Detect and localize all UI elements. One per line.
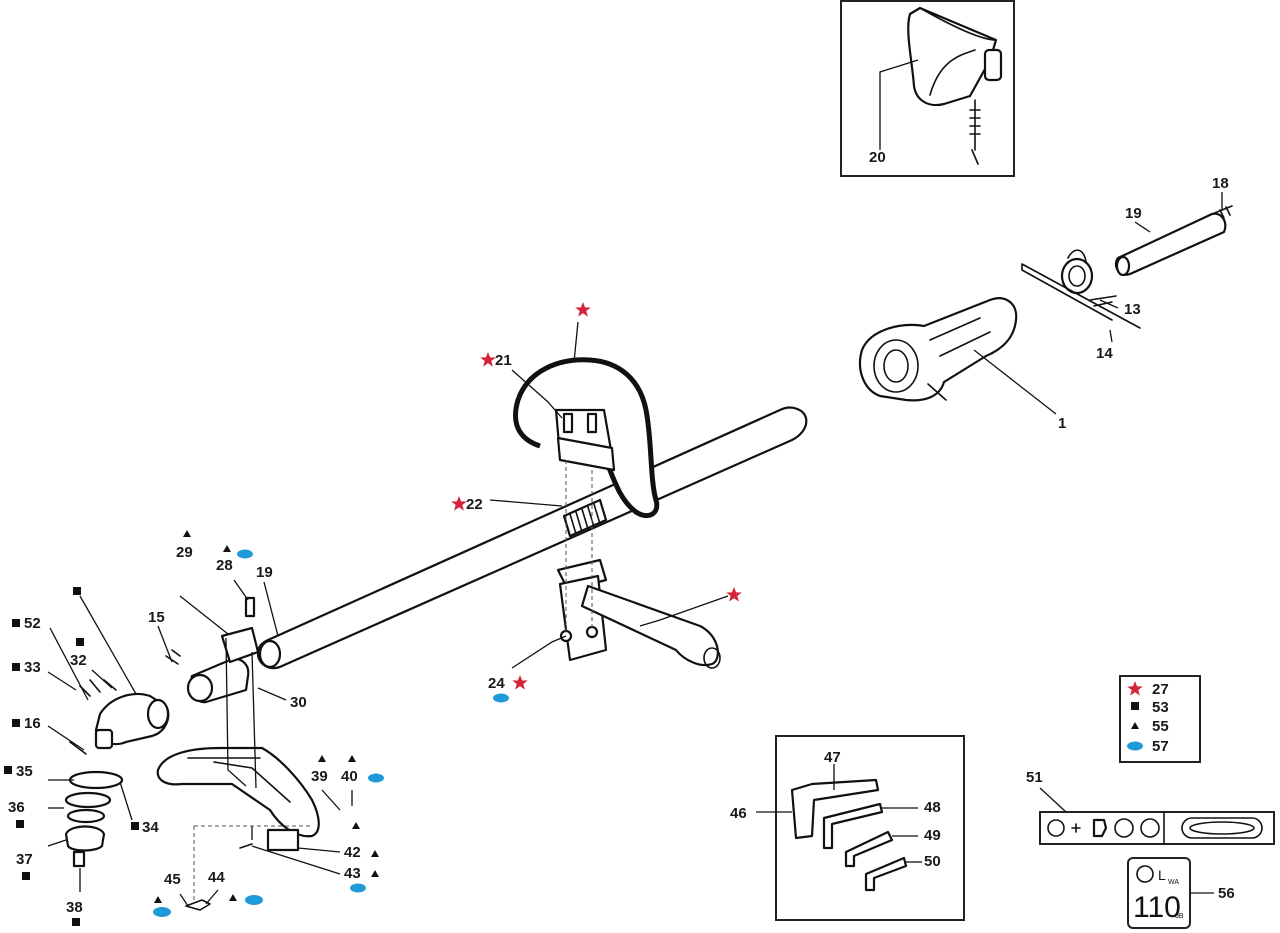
callout-38: 38 xyxy=(66,899,83,916)
callout-16: 16 xyxy=(24,715,41,732)
star-symbol xyxy=(726,587,742,602)
sound-value: 110 xyxy=(1133,891,1181,924)
callout-20: 20 xyxy=(869,149,886,166)
legend-triangle-icon xyxy=(1131,722,1139,729)
callout-40: 40 xyxy=(341,768,358,785)
callout-1: 1 xyxy=(1058,415,1066,432)
callout-44: 44 xyxy=(208,869,225,886)
callout-39: 39 xyxy=(311,768,328,785)
callout-56: 56 xyxy=(1218,885,1235,902)
callout-33: 33 xyxy=(24,659,41,676)
callout-24: 24 xyxy=(488,675,505,692)
legend-number-triangle: 55 xyxy=(1152,718,1169,735)
legend-number-star: 27 xyxy=(1152,681,1169,698)
oval-symbol xyxy=(368,773,384,783)
callout-51: 51 xyxy=(1026,769,1043,786)
square-symbol xyxy=(22,872,30,880)
callout-30: 30 xyxy=(290,694,307,711)
callout-36: 36 xyxy=(8,799,25,816)
drive-shaft xyxy=(256,406,808,670)
sound-level-label: L WA 110 dB 56 xyxy=(1127,857,1235,929)
triangle-symbol xyxy=(352,822,360,829)
legend-number-oval: 57 xyxy=(1152,738,1169,755)
legend-star-icon xyxy=(1127,681,1143,696)
oval-symbol xyxy=(493,693,509,703)
oval-symbol xyxy=(153,907,171,917)
oval-symbol xyxy=(237,549,253,559)
callout-43: 43 xyxy=(344,865,361,882)
square-symbol xyxy=(131,822,139,830)
triangle-symbol xyxy=(154,896,162,903)
sound-unit-mark: dB xyxy=(1175,913,1184,920)
square-symbol xyxy=(4,766,12,774)
loop-handle-assembly: 21 22 24 xyxy=(451,302,742,703)
callout-19-rear: 19 xyxy=(1125,205,1142,222)
warning-decal: 51 xyxy=(1026,769,1275,845)
square-symbol xyxy=(72,918,80,926)
oval-symbol xyxy=(245,895,263,905)
square-symbol xyxy=(12,663,20,671)
callout-21: 21 xyxy=(495,352,512,369)
callout-45: 45 xyxy=(164,871,181,888)
sound-unit-sub: WA xyxy=(1168,879,1179,886)
callout-18: 18 xyxy=(1212,175,1229,192)
rear-handle-assembly: 18 19 13 14 1 xyxy=(858,175,1233,432)
callout-15: 15 xyxy=(148,609,165,626)
callout-29: 29 xyxy=(176,544,193,561)
callout-28: 28 xyxy=(216,557,233,574)
callout-34: 34 xyxy=(142,819,159,836)
triangle-symbol xyxy=(183,530,191,537)
callout-52: 52 xyxy=(24,615,41,632)
square-symbol xyxy=(12,719,20,727)
callout-50: 50 xyxy=(924,853,941,870)
callout-46: 46 xyxy=(730,805,747,822)
callout-19-front: 19 xyxy=(256,564,273,581)
square-symbol xyxy=(16,820,24,828)
callout-14: 14 xyxy=(1096,345,1113,362)
legend-number-square: 53 xyxy=(1152,699,1169,716)
legend-square-icon xyxy=(1131,702,1139,710)
square-symbol xyxy=(12,619,20,627)
callout-35: 35 xyxy=(16,763,33,780)
triangle-symbol xyxy=(229,894,237,901)
triangle-symbol xyxy=(371,870,379,877)
star-symbol xyxy=(575,302,591,317)
callout-48: 48 xyxy=(924,799,941,816)
triangle-symbol xyxy=(223,545,231,552)
legend-oval-icon xyxy=(1127,741,1143,751)
star-symbol xyxy=(512,675,528,690)
gear-head-assembly: 52 33 32 16 15 29 28 19 30 35 34 36 37 3… xyxy=(4,530,384,926)
callout-49: 49 xyxy=(924,827,941,844)
star-symbol xyxy=(480,352,496,367)
star-symbol xyxy=(451,496,467,511)
triangle-symbol xyxy=(318,755,326,762)
triangle-symbol xyxy=(371,850,379,857)
square-symbol xyxy=(76,638,84,646)
callout-42: 42 xyxy=(344,844,361,861)
callout-22: 22 xyxy=(466,496,483,513)
callout-37: 37 xyxy=(16,851,33,868)
tool-kit-inset: 46 47 48 49 50 xyxy=(730,735,965,921)
callout-13: 13 xyxy=(1124,301,1141,318)
harness-inset: 20 xyxy=(840,0,1015,177)
callout-47: 47 xyxy=(824,749,841,766)
sound-unit: L xyxy=(1158,867,1166,883)
legend: 27 53 55 57 xyxy=(1119,675,1201,763)
oval-symbol xyxy=(350,883,366,893)
callout-32: 32 xyxy=(70,652,87,669)
triangle-symbol xyxy=(348,755,356,762)
square-symbol xyxy=(73,587,81,595)
